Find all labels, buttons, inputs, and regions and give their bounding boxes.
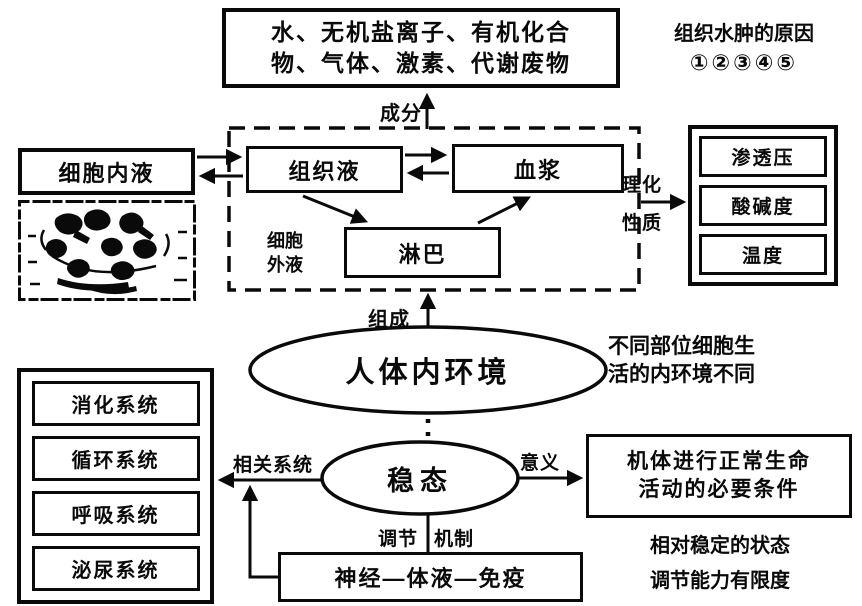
significance-box: 机体进行正常生命 活动的必要条件: [586, 434, 852, 518]
homeostasis-label: 稳态: [350, 458, 490, 498]
components-line1: 水、无机盐离子、有机化合: [271, 18, 571, 45]
environment-note-line2: 活的内环境不同: [608, 363, 755, 386]
osmotic-pressure-label: 渗透压: [731, 148, 795, 169]
composition-label: 成分: [380, 103, 422, 125]
regulation-label-left: 调节: [378, 529, 419, 550]
stability-note-line1: 相对稳定的状态: [650, 535, 790, 557]
edema-note-line1: 组织水肿的原因: [674, 22, 814, 45]
lymph-label: 淋巴: [398, 241, 447, 267]
urinary-system-box: 泌尿系统: [31, 546, 200, 591]
significance-label: 意义: [520, 453, 561, 474]
internal-environment-text: 人体内环境: [345, 357, 511, 389]
mechanism-connector: [241, 484, 281, 579]
intracellular-fluid-label: 细胞内液: [58, 160, 155, 186]
edema-note-line2: ①②③④⑤: [689, 49, 799, 75]
osmotic-pressure-box: 渗透压: [699, 136, 827, 177]
edema-note: 组织水肿的原因 ①②③④⑤: [632, 20, 856, 78]
digestive-system-box: 消化系统: [31, 381, 200, 426]
acidity-label: 酸碱度: [731, 197, 795, 218]
acidity-box: 酸碱度: [699, 185, 827, 226]
environment-note-line1: 不同部位细胞生: [608, 334, 755, 358]
digestive-system-label: 消化系统: [71, 395, 160, 417]
systems-box: 消化系统 循环系统 呼吸系统 泌尿系统: [17, 368, 214, 604]
circulatory-system-label: 循环系统: [71, 450, 160, 472]
extracellular-fluid-label: 细胞 外液: [252, 227, 318, 279]
tissue-illustration: [18, 200, 196, 301]
properties-box: 渗透压 酸碱度 温度: [688, 125, 838, 286]
composed-of-label: 组成: [368, 309, 410, 331]
plasma-box: 血浆: [452, 144, 624, 193]
homeostasis-ellipse: [320, 440, 520, 516]
urinary-system-label: 泌尿系统: [71, 560, 160, 582]
respiratory-system-box: 呼吸系统: [31, 491, 200, 536]
tissuefluid-to-lymph-arrow: [302, 194, 369, 224]
homeostasis-text: 稳态: [387, 465, 453, 496]
components-line2: 物、气体、激素、代谢废物: [271, 50, 571, 76]
tissue-fluid-label: 组织液: [288, 158, 361, 184]
mechanism-label: 神经—体液—免疫: [334, 566, 527, 591]
extracellular-line1: 细胞: [267, 230, 303, 251]
lymph-box: 淋巴: [344, 227, 501, 278]
temperature-label: 温度: [741, 246, 784, 267]
intracellular-fluid-box: 细胞内液: [18, 148, 195, 195]
temperature-box: 温度: [699, 234, 827, 275]
physicochemical-label-line2: 性质: [622, 213, 663, 234]
stability-notes: 相对稳定的状态 调节能力有限度: [600, 526, 840, 602]
physicochemical-label-line1: 理化: [622, 175, 663, 196]
related-systems-label: 相关系统: [233, 455, 314, 476]
lymph-to-plasma-arrow: [477, 196, 531, 225]
significance-line2: 活动的必要条件: [638, 478, 800, 501]
tissue-fluid-box: 组织液: [246, 146, 403, 193]
circulatory-system-box: 循环系统: [31, 436, 200, 481]
stability-note-line2: 调节能力有限度: [650, 570, 790, 592]
extracellular-dashed-box: [227, 126, 641, 292]
regulation-label-right: 机制: [434, 529, 475, 550]
internal-environment-label: 人体内环境: [278, 346, 578, 394]
significance-line1: 机体进行正常生命: [627, 449, 811, 473]
environment-note: 不同部位细胞生 活的内环境不同: [608, 332, 854, 390]
internal-environment-ellipse: [248, 325, 608, 415]
mechanism-box: 神经—体液—免疫: [278, 552, 583, 602]
components-box: 水、无机盐离子、有机化合 物、气体、激素、代谢废物: [222, 8, 620, 88]
plasma-label: 血浆: [513, 157, 562, 183]
extracellular-line2: 外液: [267, 255, 303, 275]
respiratory-system-label: 呼吸系统: [71, 505, 160, 527]
